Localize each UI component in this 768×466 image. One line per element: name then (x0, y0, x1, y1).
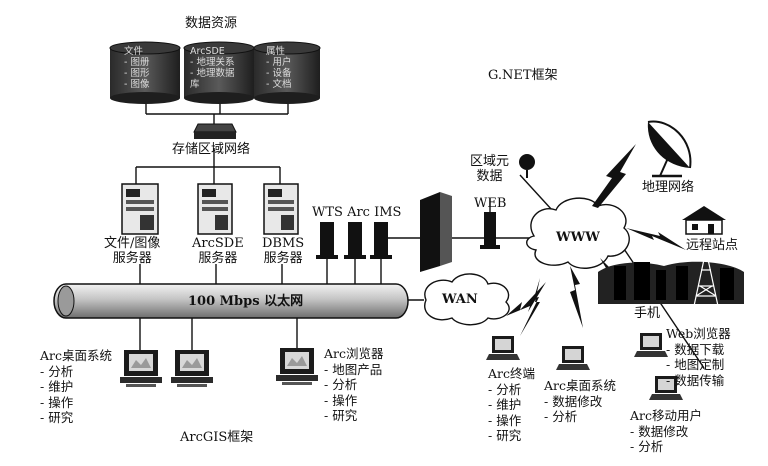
mobile-phone-label: 手机 (634, 306, 661, 321)
remote-site-house (682, 206, 726, 235)
wan-label: WAN (442, 292, 478, 307)
san-label: 存储区域网络 (172, 142, 251, 157)
ethernet-label: 100 Mbps 以太网 (188, 294, 304, 309)
attribute-database (253, 41, 321, 104)
geo-network-dish (647, 120, 692, 178)
arc-desktop-left-list: Arc桌面系统 - 分析 - 维护 - 操作 - 研究 (40, 348, 113, 425)
wts-arcims-label: WTS Arc IMS (312, 205, 402, 220)
dbms-server (263, 183, 299, 235)
dbms-server-label: DBMS 服务器 (262, 236, 305, 266)
database-cylinders (109, 41, 321, 104)
regional-data-label: 区域元 数据 (470, 154, 510, 184)
san-switch (193, 123, 237, 139)
data-resources-title: 数据资源 (185, 16, 238, 31)
cell-tower (693, 247, 719, 307)
city-skyline (598, 261, 744, 304)
file-database (109, 41, 181, 104)
regional-data-dish (519, 154, 535, 178)
www-cloud (526, 197, 630, 269)
attribute-database-label: 属性 - 用户 - 设备 - 文档 (266, 46, 292, 90)
arcgis-framework-label: ArcGIS框架 (180, 430, 254, 445)
browser-pc (276, 348, 318, 385)
web-server (480, 212, 500, 249)
arc-terminal-list: Arc终端 - 分析 - 维护 - 操作 - 研究 (488, 366, 536, 443)
geo-network-label: 地理网络 (642, 180, 695, 195)
web-label: WEB (474, 196, 507, 211)
arc-desktop-right-list: Arc桌面系统 - 数据修改 - 分析 (544, 378, 617, 424)
ethernet-bus (53, 283, 409, 319)
gnet-framework-label: G.NET框架 (488, 68, 558, 83)
desktop-laptop (556, 346, 590, 370)
web-browser-laptop (634, 333, 668, 357)
file-image-server-label: 文件/图像 服务器 (104, 236, 161, 266)
remote-site-label: 远程站点 (686, 238, 739, 253)
terminal-laptop (486, 336, 520, 360)
server-towers (121, 183, 299, 235)
file-image-server (121, 183, 159, 235)
arcsde-database-label: ArcSDE - 地理关系 - 地理数据 库 (190, 46, 235, 90)
firewall-tower (420, 192, 452, 272)
wan-cloud (424, 273, 510, 326)
web-browser-list: Web浏览器 - 数据下载 - 地图定制 - 数据传输 (666, 326, 731, 388)
arc-mobile-user-list: Arc移动用户 - 数据修改 - 分析 (630, 408, 703, 454)
arcsde-server (197, 183, 233, 235)
www-label: WWW (556, 230, 600, 245)
file-database-label: 文件 - 图册 - 图形 - 图像 (124, 46, 150, 90)
arcsde-database (183, 41, 255, 104)
arcsde-server-label: ArcSDE 服务器 (192, 236, 244, 266)
wts-arcims-servers (316, 222, 392, 259)
desktop-pc (171, 350, 213, 387)
desktop-pc (120, 350, 162, 387)
arc-browser-list: Arc浏览器 - 地图产品 - 分析 - 操作 - 研究 (324, 346, 384, 423)
